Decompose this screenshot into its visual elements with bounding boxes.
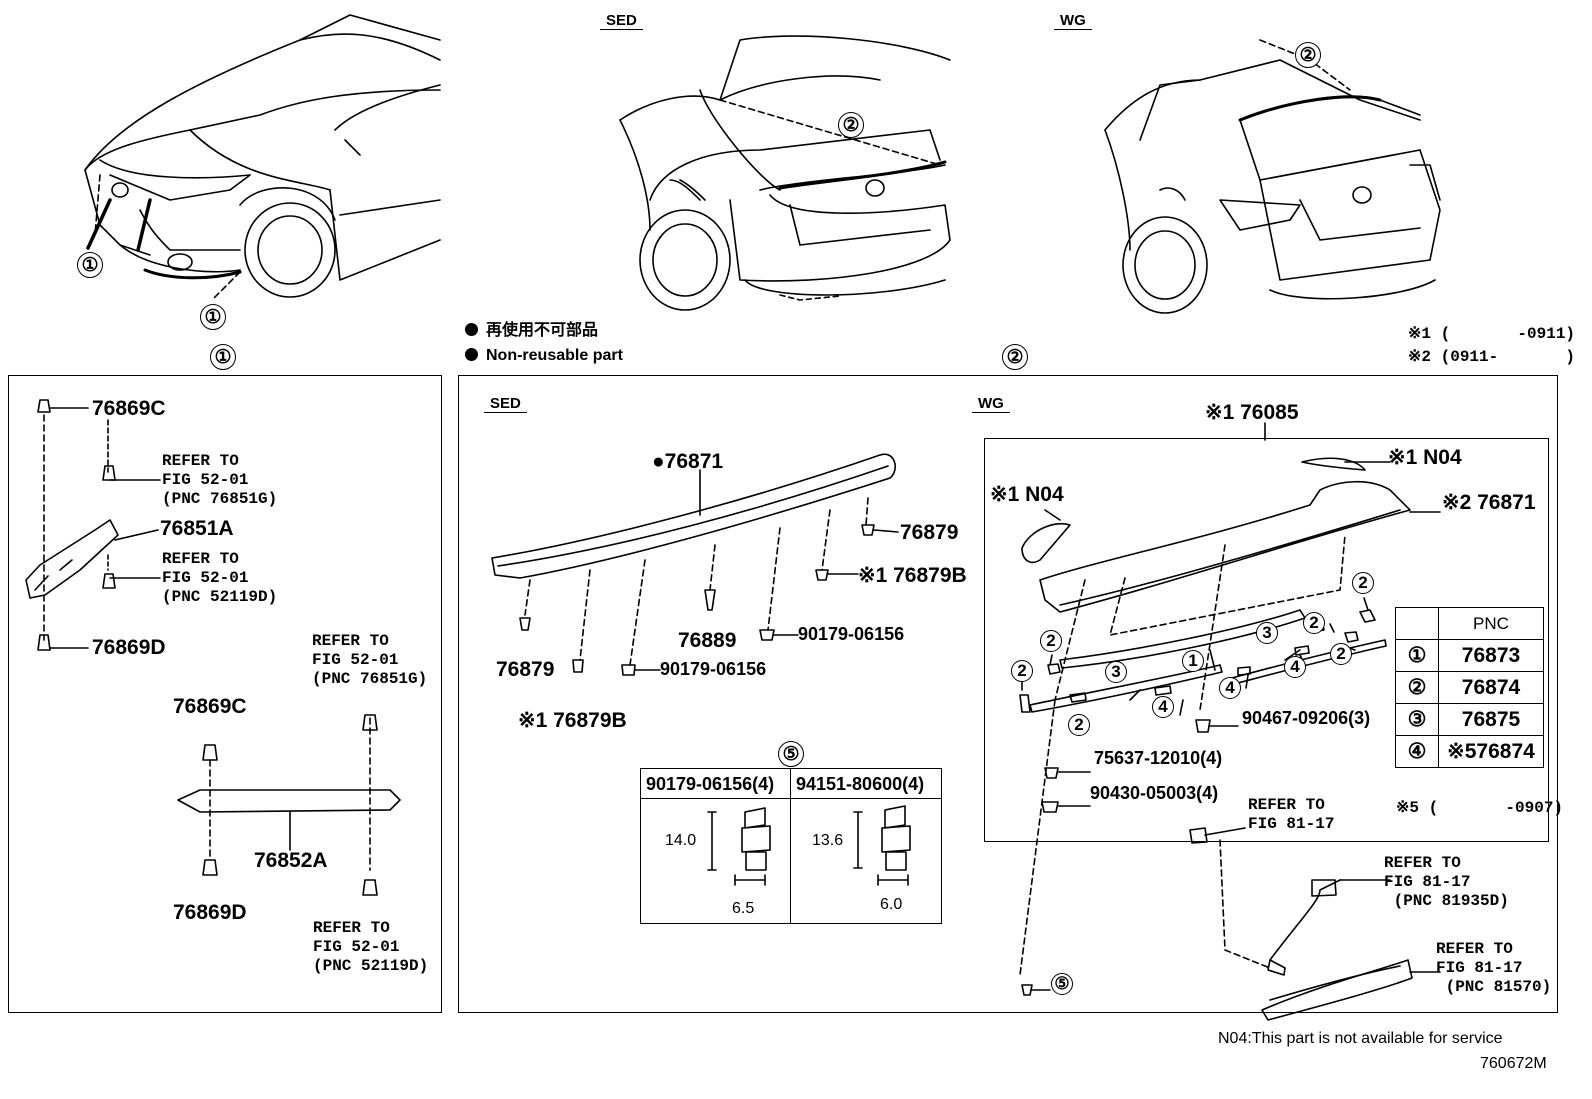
refer-fig-81-17-b: REFER TO FIG 81-17 (PNC 81935D) (1384, 854, 1509, 910)
legend-dot-icon (465, 323, 478, 336)
pnc-mark: ④ (1395, 735, 1439, 768)
sed-spoiler-art (491, 453, 899, 676)
wg-marker-3-b: 3 (1105, 661, 1127, 683)
part-76879-left: 76879 (496, 658, 555, 681)
legend-jp: 再使用不可部品 (465, 323, 598, 339)
wg-marker-3-a: 3 (1256, 622, 1278, 644)
marker-1-car-a: ① (77, 252, 103, 278)
fastener-width-2: 6.0 (880, 896, 903, 913)
part-76869c-top: 76869C (92, 397, 166, 420)
refer-fig-81-17-c: REFER TO FIG 81-17 (PNC 81570) (1436, 940, 1552, 996)
pnc-mark: ① (1395, 639, 1439, 672)
diagram-id: 760672M (1480, 1055, 1547, 1072)
pnc-table-header-row: PNC (1395, 607, 1544, 640)
fastener-detail-box (640, 768, 942, 924)
fastener-col-90179: 90179-06156(4) (646, 774, 775, 794)
refer-fig-52-01-a: REFER TO FIG 52-01 (PNC 76851G) (162, 452, 278, 508)
legend-en: Non-reusable part (465, 348, 623, 364)
header-wg: WG (1054, 13, 1092, 30)
refer-fig-52-01-b: REFER TO FIG 52-01 (PNC 52119D) (162, 550, 278, 606)
part-76869c-bottom: 76869C (173, 695, 247, 718)
part-76852a: 76852A (254, 849, 328, 872)
wg-marker-4-b: 4 (1219, 677, 1241, 699)
part-76889: 76889 (678, 629, 737, 652)
section-marker-2: ② (1002, 344, 1028, 370)
part-n04-left: ※1 N04 (990, 483, 1064, 506)
table-row: ① 76873 (1395, 639, 1544, 672)
table-row: ④ ※576874 (1395, 735, 1544, 768)
header-sed: SED (600, 13, 643, 30)
pnc-value: 76873 (1438, 639, 1544, 672)
car-sed-rear-view (619, 35, 951, 311)
section-marker-1: ① (210, 344, 236, 370)
pnc-table-header: PNC (1438, 607, 1544, 640)
note-2: ※2 (0911- ) (1408, 348, 1576, 366)
n04-footnote: N04:This part is not available for servi… (1218, 1030, 1503, 1047)
section-marker-5: ⑤ (778, 741, 804, 767)
fastener-height-1: 14.0 (665, 832, 697, 849)
pnc-table: PNC ① 76873 ② 76874 ③ 76875 ④ ※576874 (1395, 607, 1544, 768)
wg-marker-2-a: 2 (1352, 572, 1374, 594)
pnc-value: ※576874 (1438, 735, 1544, 768)
part-76869d-bottom: 76869D (173, 901, 247, 924)
fastener-width-1: 6.5 (732, 900, 755, 917)
part-90467-09206: 90467-09206(3) (1242, 708, 1371, 728)
legend-jp-text: 再使用不可部品 (486, 322, 599, 339)
legend-dot-icon (465, 348, 478, 361)
part-90179-06156-a: 90179-06156 (798, 624, 905, 644)
marker-2-wg-car: ② (1295, 42, 1321, 68)
marker-2-sed-car: ② (838, 112, 864, 138)
marker-1-car-b: ① (200, 304, 226, 330)
table-row: ② 76874 (1395, 671, 1544, 704)
wg-assembly-box (984, 438, 1549, 842)
part-n04-right: ※1 N04 (1388, 446, 1462, 469)
car-wg-rear-view (1104, 39, 1441, 314)
car-front-view (84, 14, 441, 301)
fastener-col-94151: 94151-80600(4) (796, 774, 925, 794)
part-76871-sed: ●76871 (652, 450, 724, 473)
left-panel (8, 375, 442, 1013)
refer-fig-52-01-c: REFER TO FIG 52-01 (PNC 76851G) (312, 632, 428, 688)
part-90179-06156-b: 90179-06156 (660, 659, 767, 679)
part-76879b-left: ※1 76879B (518, 709, 627, 732)
pnc-mark: ③ (1395, 703, 1439, 736)
wg-marker-2-d: 2 (1330, 643, 1352, 665)
wg-marker-5: ⑤ (1051, 973, 1073, 995)
part-75637-12010: 75637-12010(4) (1094, 748, 1223, 768)
refer-fig-52-01-d: REFER TO FIG 52-01 (PNC 52119D) (313, 919, 429, 975)
wg-marker-1: 1 (1182, 650, 1204, 672)
wg-spoiler-art (1019, 422, 1441, 1021)
part-90430-05003: 90430-05003(4) (1090, 783, 1219, 803)
part-76869d-top: 76869D (92, 636, 166, 659)
pnc-value: 76875 (1438, 703, 1544, 736)
part-76851a: 76851A (160, 517, 234, 540)
wg-marker-2-b: 2 (1303, 612, 1325, 634)
wg-marker-4-a: 4 (1284, 656, 1306, 678)
fastener-detail-divider (790, 768, 792, 924)
part-76879b-right: ※1 76879B (858, 564, 967, 587)
pnc-mark: ② (1395, 671, 1439, 704)
wg-marker-2-e: 2 (1011, 660, 1033, 682)
note-1: ※1 ( -0911) (1408, 325, 1576, 343)
fastener-detail-header-line (640, 798, 942, 800)
refer-fig-81-17-a: REFER TO FIG 81-17 (1248, 796, 1335, 833)
wg-subheader: WG (972, 396, 1010, 413)
part-76879-right: 76879 (900, 521, 959, 544)
wg-marker-4-c: 4 (1152, 696, 1174, 718)
wg-marker-2-c: 2 (1040, 630, 1062, 652)
table-row: ③ 76875 (1395, 703, 1544, 736)
part-76085: ※1 76085 (1205, 401, 1299, 424)
note-5: ※5 ( -0907) (1396, 799, 1564, 817)
pnc-value: 76874 (1438, 671, 1544, 704)
pnc-table-corner (1395, 607, 1439, 640)
right-panel (458, 375, 1558, 1013)
legend-en-text: Non-reusable part (486, 347, 623, 364)
left-panel-art (25, 399, 401, 896)
sed-subheader: SED (484, 396, 527, 413)
fastener-height-2: 13.6 (812, 832, 844, 849)
fastener-sketches (707, 805, 911, 886)
part-76871-wg: ※2 76871 (1442, 491, 1536, 514)
wg-marker-2-f: 2 (1068, 714, 1090, 736)
